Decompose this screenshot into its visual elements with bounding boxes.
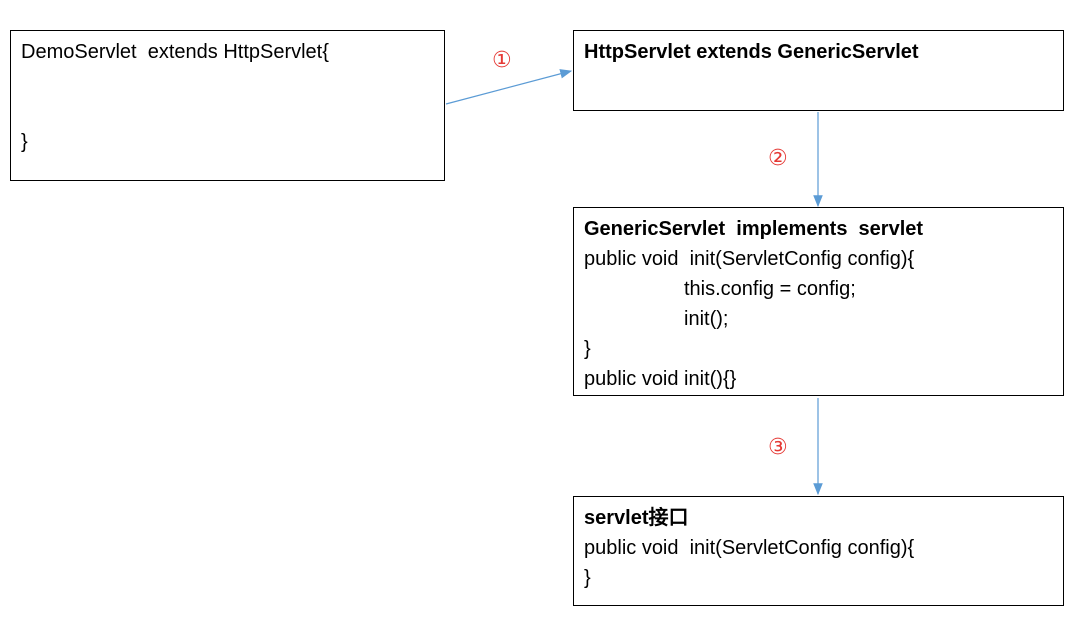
init-config-method: public void init(ServletConfig config){ [584,248,915,270]
servlet-interface-title: servlet接口 [584,507,689,529]
method-closing-brace: } [584,338,591,360]
demo-servlet-declaration: DemoServlet extends HttpServlet{ [21,41,329,63]
demo-servlet-box: DemoServlet extends HttpServlet{ } [10,30,445,181]
http-servlet-box: HttpServlet extends GenericServlet [573,30,1064,111]
init-method: public void init(){} [584,368,737,390]
interface-closing-brace: } [584,567,591,589]
arrow-1 [445,69,573,105]
step-2-label: ② [768,146,788,171]
generic-servlet-box: GenericServlet implements servlet public… [573,207,1064,396]
blank-line [21,67,434,97]
demo-servlet-closing-brace: } [21,131,28,153]
init-call: init(); [684,308,729,330]
step-3-label: ③ [768,435,788,460]
http-servlet-declaration: HttpServlet extends GenericServlet [584,41,919,63]
interface-init-method: public void init(ServletConfig config){ [584,537,915,559]
servlet-interface-box: servlet接口 public void init(ServletConfig… [573,496,1064,606]
blank-line [21,97,434,127]
generic-servlet-declaration: GenericServlet implements servlet [584,218,924,240]
config-assignment: this.config = config; [684,278,856,300]
step-1-label: ① [492,48,512,73]
